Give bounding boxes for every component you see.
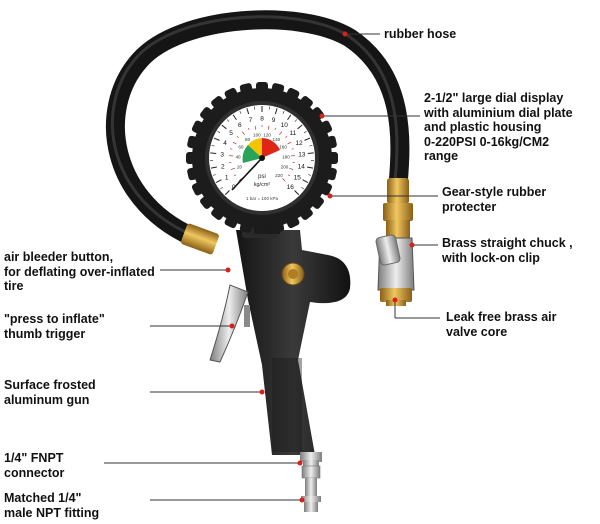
inner-scale-label: 120 bbox=[263, 133, 271, 138]
outer-scale-label: 5 bbox=[229, 130, 233, 137]
label-npt-fitting: Matched 1/4" male NPT fitting bbox=[4, 491, 100, 520]
label-bleeder-button: air bleeder button, for deflating over-i… bbox=[4, 250, 155, 293]
gauge-unit-kg: kg/cm² bbox=[254, 182, 271, 188]
inner-scale-label: 180 bbox=[282, 154, 290, 159]
brass-chuck bbox=[375, 220, 415, 306]
inner-scale-label: 80 bbox=[245, 137, 251, 142]
gauge-footnote: 1 bar = 100 kPa bbox=[246, 196, 278, 201]
hose-brass-fitting-left bbox=[181, 223, 219, 255]
outer-scale-label: 9 bbox=[272, 117, 276, 124]
outer-scale-label: 8 bbox=[260, 116, 264, 123]
outer-scale-label: 11 bbox=[290, 130, 297, 137]
label-fnpt-connector: 1/4" FNPT connector bbox=[4, 451, 65, 480]
inner-scale-label: 60 bbox=[238, 144, 244, 149]
inner-tick-marks bbox=[229, 125, 295, 182]
label-valve-core: Leak free brass air valve core bbox=[446, 310, 557, 339]
label-rubber-hose: rubber hose bbox=[384, 27, 457, 41]
inner-scale-label: 40 bbox=[235, 154, 241, 159]
gauge-needle bbox=[231, 157, 263, 191]
hose-brass-fitting-right bbox=[383, 178, 413, 221]
label-dial-display: 2-1/2" large dial display with aluminium… bbox=[424, 91, 573, 163]
outer-scale-label: 10 bbox=[281, 122, 289, 129]
label-thumb-trigger: "press to inflate" thumb trigger bbox=[4, 312, 105, 341]
outer-scale-label: 3 bbox=[220, 152, 224, 159]
outer-scale-label: 15 bbox=[294, 174, 302, 181]
inner-scale-label: 160 bbox=[279, 144, 287, 149]
inner-scale-label: 20 bbox=[237, 164, 243, 169]
color-zone-wedge bbox=[242, 138, 280, 163]
outer-scale-label: 1 bbox=[225, 174, 229, 181]
needle-hub bbox=[259, 155, 265, 161]
thumb-trigger bbox=[209, 284, 250, 363]
outer-scale-label: 4 bbox=[223, 140, 227, 147]
leader-lines bbox=[104, 33, 440, 501]
label-brass-chuck: Brass straight chuck , with lock-on clip bbox=[442, 236, 573, 265]
outer-scale-label: 16 bbox=[287, 184, 295, 191]
outer-scale-label: 6 bbox=[238, 122, 242, 129]
outer-tick-marks bbox=[210, 106, 314, 196]
gauge-unit-psi: psi bbox=[258, 174, 266, 180]
leader-dots bbox=[225, 31, 415, 503]
outer-scale-label: 14 bbox=[298, 163, 306, 170]
outer-scale-label: 13 bbox=[298, 152, 306, 159]
label-gun-body: Surface frosted aluminum gun bbox=[4, 378, 96, 407]
inner-scale-label: 200 bbox=[281, 164, 289, 169]
fnpt-connector bbox=[300, 452, 322, 468]
outer-scale-label: 2 bbox=[221, 163, 225, 170]
gun-body bbox=[236, 224, 351, 455]
inner-scale-label: 220 bbox=[275, 173, 283, 178]
pressure-gauge: 012345678910111213141516 204060801001201… bbox=[186, 82, 338, 234]
outer-scale-label: 7 bbox=[249, 117, 253, 124]
outer-scale-label: 12 bbox=[295, 140, 303, 147]
label-gear-protecter: Gear-style rubber protecter bbox=[442, 185, 547, 214]
inner-scale-label: 140 bbox=[273, 137, 281, 142]
rubber-hose bbox=[105, 10, 410, 250]
inner-scale-label: 100 bbox=[253, 133, 261, 138]
npt-fitting bbox=[301, 465, 321, 512]
bleeder-button bbox=[281, 262, 305, 286]
